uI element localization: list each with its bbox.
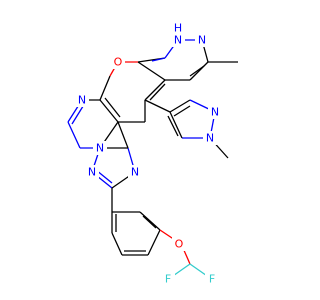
- atom-o-ether: O: [175, 238, 184, 251]
- bond: [67, 121, 81, 149]
- bond: [137, 61, 166, 81]
- bond: [142, 215, 157, 229]
- bond: [151, 57, 166, 62]
- atom-n-methylpyrazole-1: N: [211, 106, 219, 119]
- bond: [169, 111, 183, 139]
- atom-n-pyrimidine: N: [78, 94, 86, 107]
- bond: [147, 229, 161, 256]
- bond: [189, 61, 209, 81]
- bond: [139, 211, 161, 231]
- atom-f-1: F: [165, 273, 171, 286]
- bond: [111, 232, 123, 256]
- bond-layer: [67, 39, 238, 279]
- bond: [99, 99, 119, 123]
- bond: [104, 97, 121, 118]
- atom-o-pyran: O: [114, 56, 123, 69]
- atom-n-pyrazole-2: N: [198, 34, 206, 47]
- atom-h-pyrazole-nh: H: [174, 22, 182, 35]
- structure-canvas: N N H O N N N N N N O F F: [67, 22, 238, 286]
- bond: [167, 115, 179, 137]
- bond: [144, 99, 171, 113]
- atom-n-methylpyrazole-2: N: [206, 132, 214, 145]
- bond: [169, 99, 191, 113]
- molecule-structure: N N H O N N N N N N O F F: [67, 22, 238, 286]
- bond: [99, 75, 111, 101]
- bond: [189, 65, 205, 77]
- bond: [144, 79, 166, 101]
- atom-n-pyrazole-nh: N: [174, 34, 182, 47]
- bond: [173, 105, 191, 117]
- atom-label-layer: N N H O N N N N N N O F F: [75, 22, 222, 286]
- atom-f-2: F: [209, 273, 215, 286]
- bond: [117, 121, 129, 149]
- atom-n-triazolo-2: N: [131, 166, 139, 179]
- atom-n-triazolo-bridge: N: [96, 142, 104, 155]
- bond: [149, 83, 166, 101]
- atom-n-triazolo-1: N: [88, 166, 96, 179]
